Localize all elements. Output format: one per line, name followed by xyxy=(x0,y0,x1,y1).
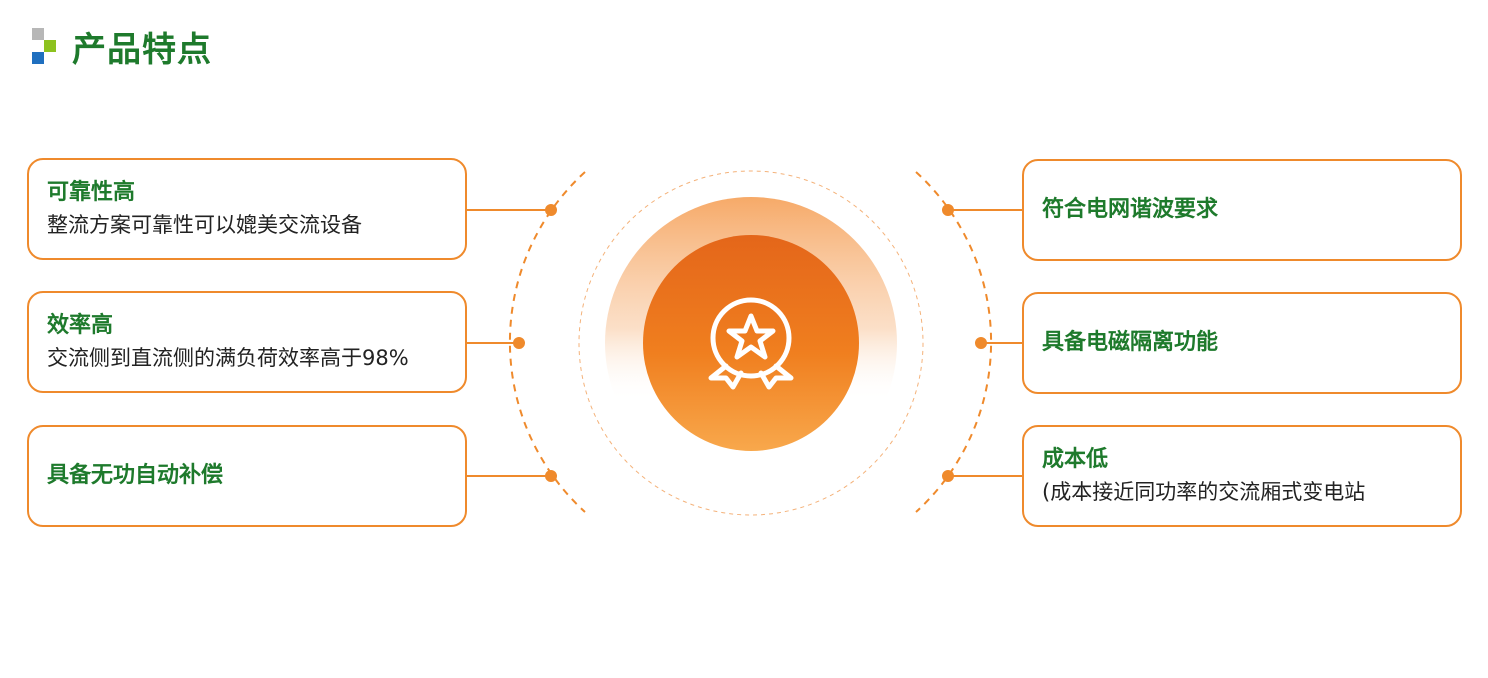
page-title: 产品特点 xyxy=(72,29,212,70)
core-circle xyxy=(643,235,859,451)
feature-desc: 整流方案可靠性可以媲美交流设备 xyxy=(47,213,362,237)
page-header: 产品特点 xyxy=(30,24,212,70)
feature-desc: (成本接近同功率的交流厢式变电站 xyxy=(1042,480,1366,504)
feature-card-reliability: 可靠性高 整流方案可靠性可以媲美交流设备 xyxy=(27,158,467,260)
feature-title: 具备无功自动补偿 xyxy=(47,463,224,488)
connectors xyxy=(467,204,1022,482)
feature-card-efficiency: 效率高 交流侧到直流侧的满负荷效率高于98% xyxy=(27,291,467,393)
feature-title: 符合电网谐波要求 xyxy=(1042,197,1219,222)
feature-title: 可靠性高 xyxy=(47,180,136,205)
halo-circle xyxy=(605,197,897,489)
feature-title: 效率高 xyxy=(47,313,114,338)
outer-arc-left xyxy=(509,171,586,513)
feature-desc: 交流侧到直流侧的满负荷效率高于98% xyxy=(47,346,409,370)
brand-logo-icon xyxy=(30,26,58,66)
inner-dashed-ring xyxy=(578,170,924,516)
feature-card-isolation: 具备电磁隔离功能 xyxy=(1022,292,1462,394)
feature-title: 具备电磁隔离功能 xyxy=(1042,330,1219,355)
outer-arc-right xyxy=(915,171,992,513)
feature-card-reactive-compensation: 具备无功自动补偿 xyxy=(27,425,467,527)
award-medal-icon xyxy=(708,297,794,390)
feature-title: 成本低 xyxy=(1042,447,1109,472)
feature-card-low-cost: 成本低 (成本接近同功率的交流厢式变电站 xyxy=(1022,425,1462,527)
feature-card-harmonics: 符合电网谐波要求 xyxy=(1022,159,1462,261)
